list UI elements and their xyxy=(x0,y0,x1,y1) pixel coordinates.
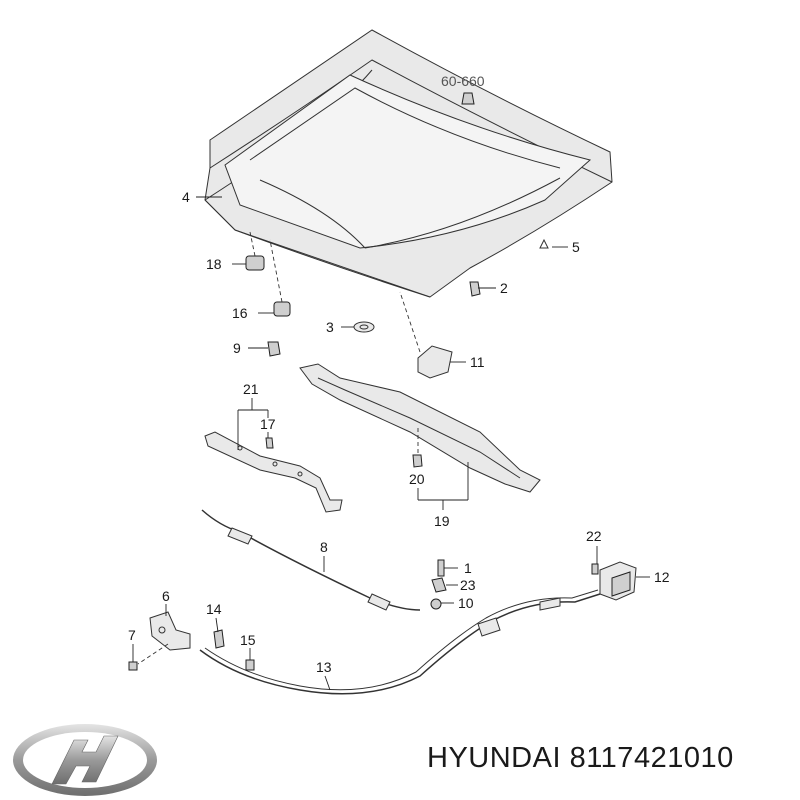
part-1-bolt xyxy=(437,559,445,577)
callout-labels: 4 5 2 18 16 3 9 11 21 17 20 19 8 22 1 12… xyxy=(128,189,670,675)
callout-17: 17 xyxy=(260,416,276,432)
callout-14: 14 xyxy=(206,601,222,617)
part-17-clip xyxy=(265,437,274,449)
callout-23: 23 xyxy=(460,577,476,593)
callout-9: 9 xyxy=(233,340,241,356)
callout-21: 21 xyxy=(243,381,259,397)
part-8-release-cable xyxy=(201,509,421,611)
part-18-bumper-stop xyxy=(245,231,265,271)
hood-panel xyxy=(204,29,613,298)
callout-3: 3 xyxy=(326,319,334,335)
reference-code: 60-660 xyxy=(441,73,485,89)
callout-19: 19 xyxy=(434,513,450,529)
callout-20: 20 xyxy=(409,471,425,487)
hyundai-logo xyxy=(13,724,157,796)
part-10-grommet xyxy=(430,598,442,610)
part-12-release-handle xyxy=(599,561,637,601)
part-14-clip xyxy=(213,629,225,649)
part-21-hood-stay xyxy=(204,431,343,513)
part-6-hood-latch xyxy=(137,611,191,665)
callout-11: 11 xyxy=(470,354,485,370)
callout-2: 2 xyxy=(500,280,508,296)
part-22-bolt xyxy=(591,563,599,575)
brand-name: HYUNDAI xyxy=(427,742,562,774)
part-number: 8117421010 xyxy=(569,742,734,774)
callout-7: 7 xyxy=(128,627,136,643)
callout-12: 12 xyxy=(654,569,670,585)
ref-marker xyxy=(461,92,475,105)
callout-22: 22 xyxy=(586,528,602,544)
callout-15: 15 xyxy=(240,632,256,648)
part-2-clip xyxy=(469,281,481,297)
part-20-clip xyxy=(412,454,423,468)
part-19-seal-strip xyxy=(299,363,541,493)
callout-5: 5 xyxy=(572,239,580,255)
part-3-grommet xyxy=(353,321,375,333)
part-7-bolt xyxy=(128,661,138,671)
part-11-pad xyxy=(399,291,453,379)
part-5-nozzle xyxy=(539,238,549,249)
part-15-clip xyxy=(245,659,255,671)
part-caption: HYUNDAI 8117421010 xyxy=(427,742,734,775)
callout-16: 16 xyxy=(232,305,248,321)
part-16-bumper-stop xyxy=(269,239,291,317)
callout-1: 1 xyxy=(464,560,472,576)
callout-6: 6 xyxy=(162,588,170,604)
part-23-clip xyxy=(431,577,447,593)
callout-4: 4 xyxy=(182,189,190,205)
part-13-release-cable xyxy=(199,589,601,695)
part-9-clip xyxy=(267,341,281,357)
callout-13: 13 xyxy=(316,659,332,675)
callout-18: 18 xyxy=(206,256,222,272)
callout-10: 10 xyxy=(458,595,474,611)
callout-8: 8 xyxy=(320,539,328,555)
leader-lines xyxy=(132,196,650,691)
